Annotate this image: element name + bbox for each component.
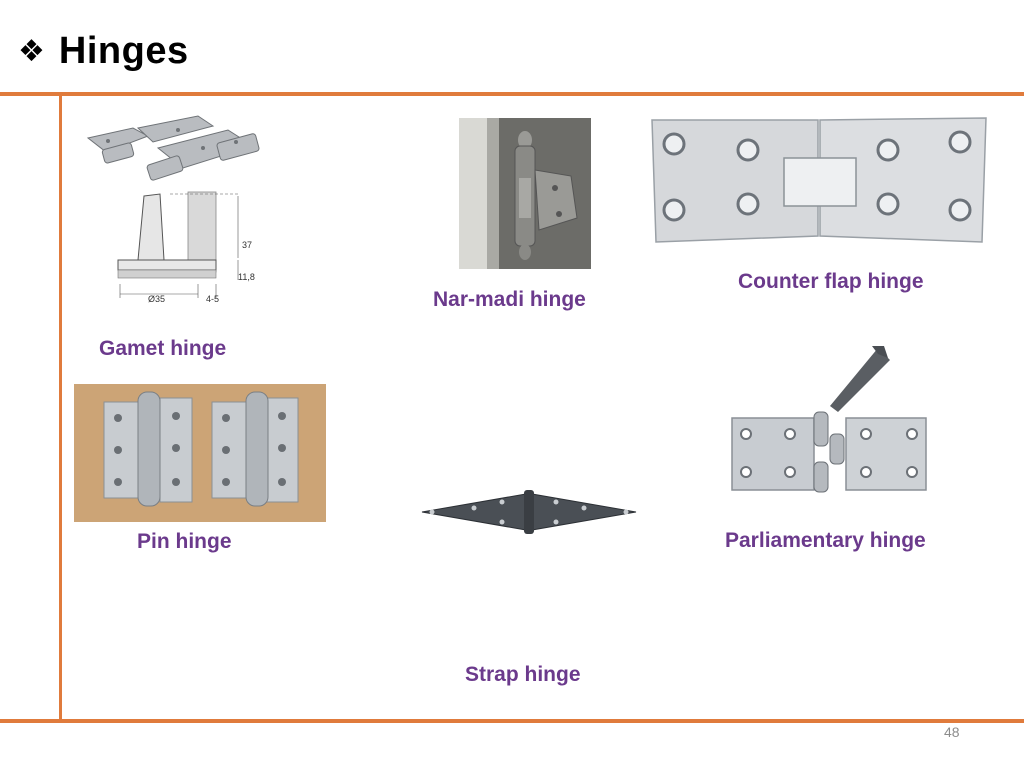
counter-flap-hinge-image [648,114,990,244]
pin-hinge-image [74,384,326,522]
nar-madi-hinge-image [459,118,591,269]
parliamentary-hinge-image [726,344,932,496]
page-number: 48 [944,724,960,740]
strap-hinge-caption: Strap hinge [465,663,581,686]
left-divider [59,96,62,722]
dim-37-label: 37 [242,240,252,250]
dim-4-5-label: 4-5 [206,294,219,304]
strap-hinge-image [418,484,640,540]
parliamentary-hinge-caption: Parliamentary hinge [725,529,926,552]
dim-35-label: Ø35 [148,294,165,304]
counter-flap-hinge-caption: Counter flap hinge [738,270,924,293]
bottom-divider [0,719,1024,723]
gamet-hinge-caption: Gamet hinge [99,337,227,360]
dim-11-8-label: 11,8 [238,272,255,282]
slide-title-text: Hinges [58,30,189,72]
top-divider [0,92,1024,96]
gamet-hinge-image: 37 11,8 Ø35 4-5 [78,108,268,308]
pin-hinge-caption: Pin hinge [137,530,232,553]
diamond-bullet-icon: ❖ [18,33,45,69]
slide-title: ❖ Hinges [18,30,189,73]
nar-madi-hinge-caption: Nar-madi hinge [433,288,586,311]
